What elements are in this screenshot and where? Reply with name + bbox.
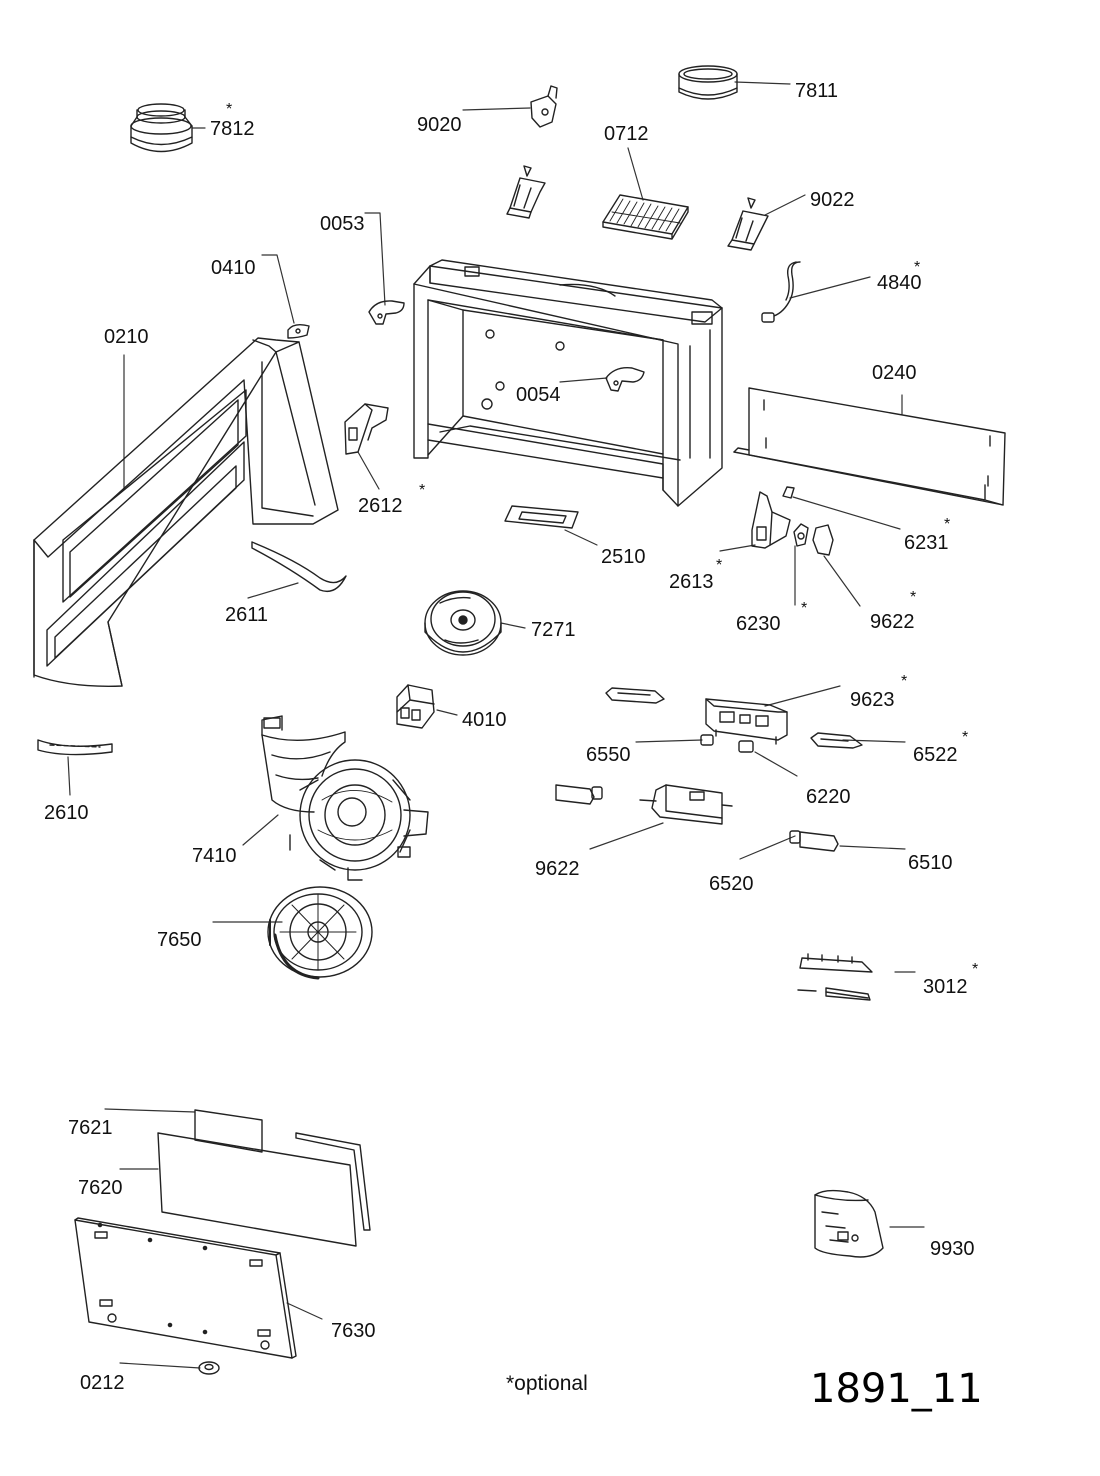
bracket-clip-icon xyxy=(531,86,557,127)
lamp-icon xyxy=(556,785,602,804)
part-label-7410: 7410 xyxy=(192,845,237,867)
part-label-0240: 0240 xyxy=(872,362,917,384)
part-label-6220: 6220 xyxy=(806,786,851,808)
part-label-4840: 4840 xyxy=(877,272,922,294)
part-label-0712: 0712 xyxy=(604,123,649,145)
connector-icon xyxy=(739,741,753,752)
part-label-9020: 9020 xyxy=(417,114,462,136)
front-panel-icon xyxy=(734,388,1005,505)
profile-strip-icon xyxy=(252,542,346,591)
optional-marker: * xyxy=(944,516,951,533)
seal-icon xyxy=(195,1110,370,1230)
part-label-4010: 4010 xyxy=(462,709,507,731)
accessory-bag-icon xyxy=(815,1191,883,1257)
part-label-2510: 2510 xyxy=(601,546,646,568)
optional-marker: * xyxy=(226,101,233,118)
led-bar-icon xyxy=(811,733,862,748)
part-label-9022: 9022 xyxy=(810,189,855,211)
part-label-2610: 2610 xyxy=(44,802,89,824)
part-label-3012: 3012 xyxy=(923,976,968,998)
round-collar-icon xyxy=(679,66,737,99)
part-label-7811: 7811 xyxy=(795,80,839,102)
optional-marker: * xyxy=(419,482,426,499)
hinge-bracket-icon xyxy=(752,492,790,548)
sensor-icon xyxy=(813,525,833,555)
hinge-icon xyxy=(369,301,404,324)
clip-icon xyxy=(288,325,309,338)
profile-strip-icon xyxy=(38,740,112,755)
part-label-7620: 7620 xyxy=(78,1177,123,1199)
part-label-7271: 7271 xyxy=(531,619,576,641)
terminal-strip-icon xyxy=(798,954,872,1000)
cable-icon xyxy=(762,262,800,322)
part-label-6550: 6550 xyxy=(586,744,631,766)
control-board-icon xyxy=(706,699,787,744)
carbon-filter-icon xyxy=(268,887,372,978)
part-label-7650: 7650 xyxy=(157,929,202,951)
part-label-6230: 6230 xyxy=(736,613,781,635)
part-label-7621: 7621 xyxy=(68,1117,113,1139)
part-label-6520: 6520 xyxy=(709,873,754,895)
part-label-9622-sensor: 9622 xyxy=(870,611,915,633)
lamp-icon xyxy=(790,831,838,851)
control-module-icon xyxy=(640,785,732,824)
small-part-icon xyxy=(783,487,794,498)
fan-wheel-icon xyxy=(425,591,501,655)
hood-housing xyxy=(414,260,722,506)
optional-marker: * xyxy=(716,557,723,574)
mounting-bracket-icon xyxy=(507,166,545,218)
part-label-0212: 0212 xyxy=(80,1372,125,1394)
back-panel-icon xyxy=(75,1218,296,1358)
optional-marker: * xyxy=(910,589,917,606)
cap-icon xyxy=(199,1362,219,1374)
part-label-2612: 2612 xyxy=(358,495,403,517)
glass-panel-icon xyxy=(158,1133,356,1246)
leader-lines xyxy=(67,81,925,1369)
led-bar-icon xyxy=(606,688,664,703)
capacitor-box-icon xyxy=(397,685,434,728)
part-label-6522: 6522 xyxy=(913,744,958,766)
hinge-bracket-icon xyxy=(345,404,388,454)
part-label-0053: 0053 xyxy=(320,213,365,235)
part-label-9623: 9623 xyxy=(850,689,895,711)
part-label-2611: 2611 xyxy=(225,604,269,626)
part-label-9622-module: 9622 xyxy=(535,858,580,880)
hinge-icon xyxy=(606,368,644,391)
plate-icon xyxy=(505,506,578,528)
part-label-7812: 7812 xyxy=(210,118,255,140)
optional-marker: * xyxy=(914,259,921,276)
optional-marker: * xyxy=(972,961,979,978)
part-label-9930: 9930 xyxy=(930,1238,975,1260)
part-label-6510: 6510 xyxy=(908,852,953,874)
optional-marker: * xyxy=(901,673,908,690)
blower-motor-icon xyxy=(262,716,428,880)
part-label-0410: 0410 xyxy=(211,257,256,279)
drawing-code: 1891_11 xyxy=(810,1366,983,1412)
connector-icon xyxy=(701,735,713,745)
grease-filter-icon xyxy=(603,195,688,239)
glass-canopy-icon xyxy=(34,338,338,686)
part-label-7630: 7630 xyxy=(331,1320,376,1342)
optional-footnote: *optional xyxy=(506,1372,588,1395)
switch-icon xyxy=(794,524,808,546)
optional-marker: * xyxy=(962,729,969,746)
mounting-bracket-icon xyxy=(728,198,768,250)
part-label-6231: 6231 xyxy=(904,532,949,554)
reducer-collar-icon xyxy=(131,104,192,152)
part-label-0210: 0210 xyxy=(104,326,149,348)
part-label-2613: 2613 xyxy=(669,571,714,593)
part-label-0054: 0054 xyxy=(516,384,561,406)
optional-marker: * xyxy=(801,600,808,617)
